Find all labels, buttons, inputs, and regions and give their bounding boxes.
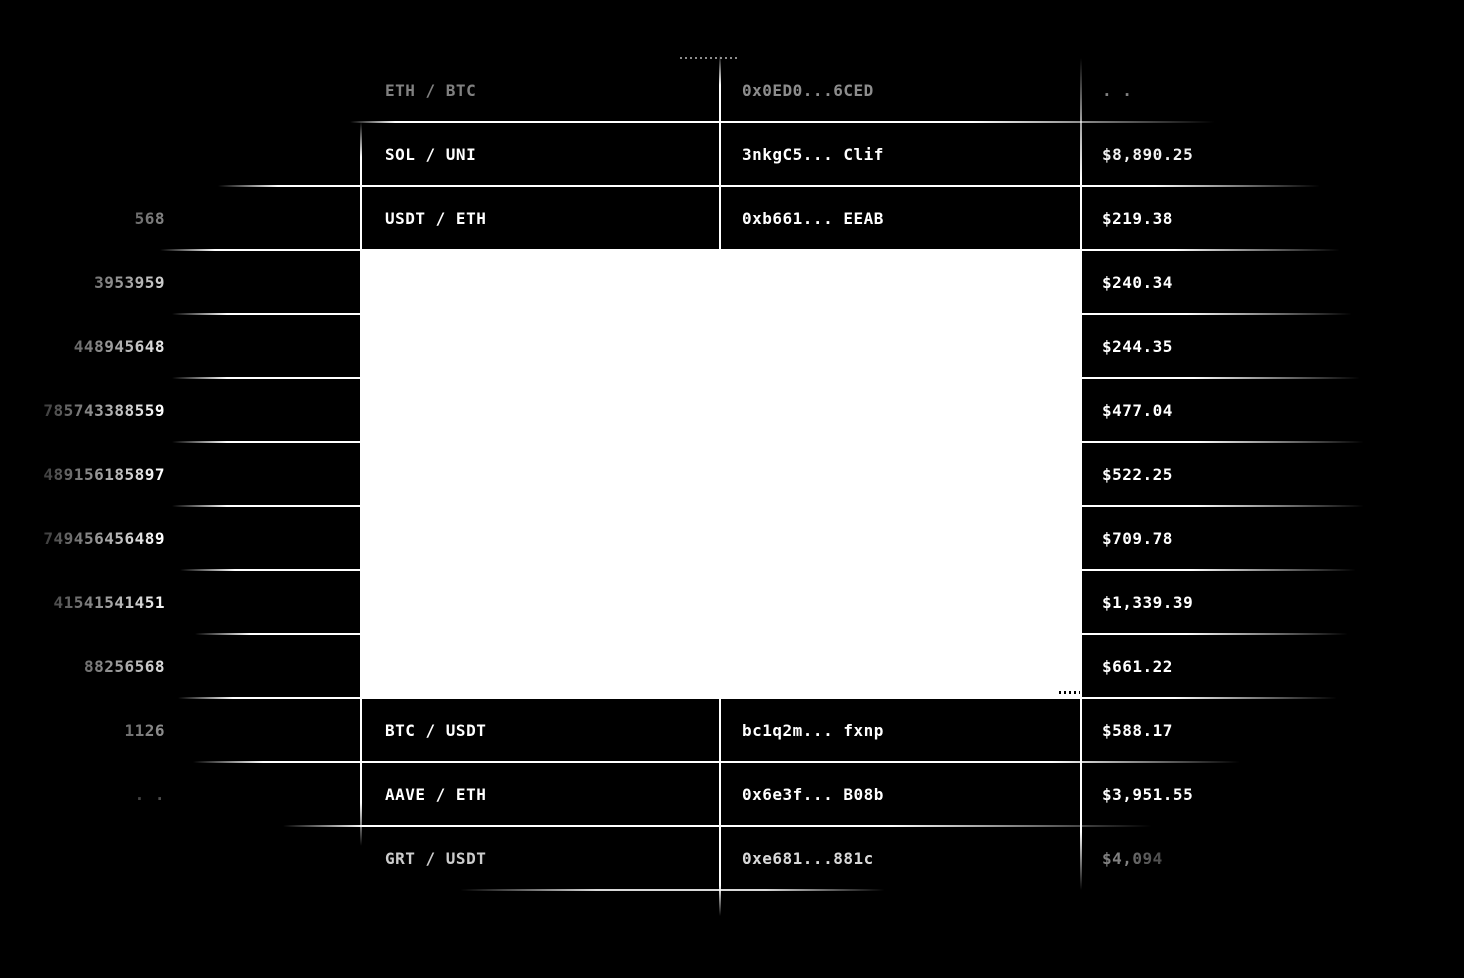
grid-line: [719, 55, 721, 251]
grid-line: [360, 122, 362, 846]
grid-line: [193, 761, 1240, 763]
amount-cell: $477.04: [1102, 400, 1173, 420]
amount-cell: $8,890.25: [1102, 144, 1194, 164]
grid-line: [283, 825, 1152, 827]
amount-cell: $522.25: [1102, 464, 1173, 484]
grid-line: [160, 249, 1340, 251]
grid-line: [460, 889, 885, 891]
grid-line: [719, 697, 721, 916]
grid-line: [218, 185, 1320, 187]
address-cell: 3nkgC5... Clif: [742, 144, 884, 164]
table-row[interactable]: . . AAVE / ETH 0x6e3f... B08b $3,951.55: [0, 762, 1464, 826]
grid-line: [350, 121, 1215, 123]
pair-cell: GRT / USDT: [385, 848, 487, 868]
amount-cell: . .: [1102, 80, 1133, 100]
bottom-right-fade: [1128, 828, 1278, 888]
amount-cell: $661.22: [1102, 656, 1173, 676]
grid-line: [680, 57, 737, 59]
grid-line: [1080, 58, 1082, 890]
amount-cell: $244.35: [1102, 336, 1173, 356]
address-cell: 0x0ED0...6CED: [742, 80, 874, 100]
address-cell: 0xb661... EEAB: [742, 208, 884, 228]
address-cell: 0x6e3f... B08b: [742, 784, 884, 804]
table-row[interactable]: 1126 BTC / USDT bc1q2m... fxnp $588.17: [0, 698, 1464, 762]
pair-cell: BTC / USDT: [385, 720, 487, 740]
table-row[interactable]: SOL / UNI 3nkgC5... Clif $8,890.25: [0, 122, 1464, 186]
grid-line: [178, 697, 1337, 699]
blank-overlay-rectangle: [362, 251, 1081, 697]
amount-cell: $1,339.39: [1102, 592, 1194, 612]
amount-cell: $240.34: [1102, 272, 1173, 292]
address-cell: bc1q2m... fxnp: [742, 720, 884, 740]
table-row[interactable]: 568 USDT / ETH 0xb661... EEAB $219.38: [0, 186, 1464, 250]
amount-cell: $3,951.55: [1102, 784, 1194, 804]
pair-cell: ETH / BTC: [385, 80, 477, 100]
pair-cell: AAVE / ETH: [385, 784, 487, 804]
amount-cell: $588.17: [1102, 720, 1173, 740]
amount-cell: $709.78: [1102, 528, 1173, 548]
address-cell: 0xe681...881c: [742, 848, 874, 868]
pair-cell: SOL / UNI: [385, 144, 477, 164]
table-row[interactable]: ETH / BTC 0x0ED0...6CED . .: [0, 58, 1464, 122]
amount-cell: $219.38: [1102, 208, 1173, 228]
left-edge-fade: [0, 150, 160, 850]
pair-cell: USDT / ETH: [385, 208, 487, 228]
overlay-corner-dots: [1059, 691, 1080, 694]
